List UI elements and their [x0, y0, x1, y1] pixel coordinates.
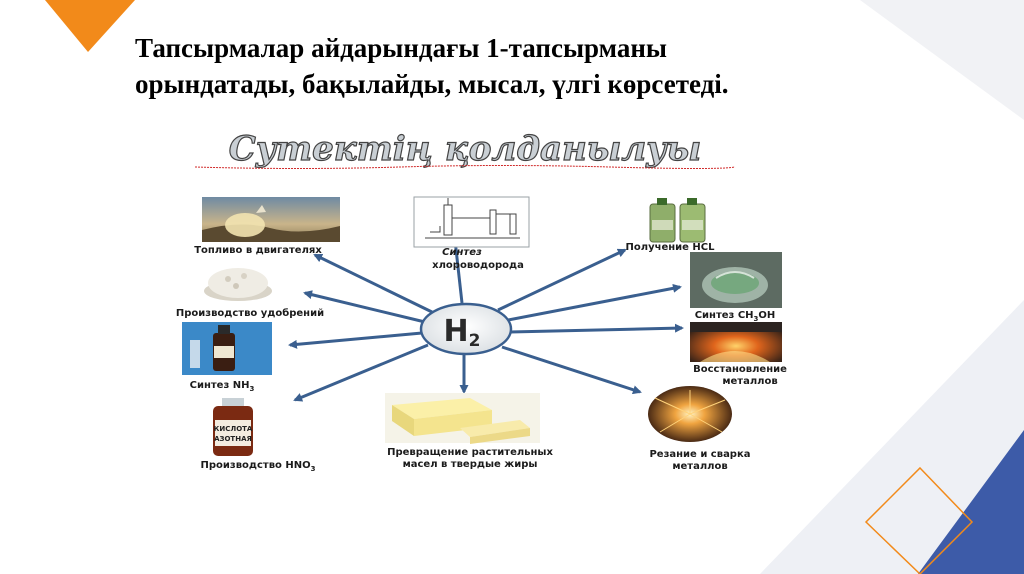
fuel-image [202, 197, 340, 242]
arrow-to-methanol [507, 283, 682, 322]
label-fats-line-2: масел в твердые жиры [403, 459, 538, 470]
arrow-to-nitric [293, 343, 429, 402]
label-welding-line-1: Резание и сварка [649, 449, 750, 460]
center-ellipse [419, 302, 513, 356]
ammonia-image [182, 322, 272, 375]
label-welding-line-2: металлов [672, 461, 727, 472]
fertilizer-image [204, 268, 272, 301]
label-hcl: Получение HCL [626, 242, 716, 253]
metal-reduction-image [690, 322, 782, 362]
arrow-to-chlorination [451, 238, 464, 304]
corner-orange-diamond [864, 466, 974, 574]
arrow-to-fuel [313, 253, 433, 314]
nitric-acid-image: КИСЛОТА АЗОТНАЯ [213, 398, 253, 456]
arrow-to-hcl [497, 248, 627, 312]
methanol-image [690, 252, 782, 308]
welding-image [648, 386, 732, 442]
label-reduction-line-1: Восстановление [693, 364, 787, 375]
arrow-to-welding [501, 345, 642, 395]
bottle-label-line-1: КИСЛОТА [214, 425, 253, 433]
slide-title-line-1: Тапсырмалар айдарындағы 1-тапсырманы [135, 33, 667, 63]
arrow-to-reduction [509, 323, 684, 334]
label-reduction-line-2: металлов [722, 376, 777, 387]
arrow-to-fertilizer [303, 290, 426, 324]
label-fuel: Топливо в двигателях [194, 245, 322, 256]
arrow-group [288, 238, 684, 402]
slide-title: Тапсырмалар айдарындағы 1-тапсырманы оры… [135, 30, 895, 102]
diagram-heading: Сутектің қолданылуы [229, 129, 701, 169]
corner-blue-triangle [918, 430, 1024, 574]
corner-grey-shade-top [860, 0, 1024, 120]
label-chlorination-line-1: Синтез [442, 247, 482, 258]
solid-fats-image [385, 393, 540, 444]
slide-title-line-2: орындатады, бақылайды, мысал, үлгі көрсе… [135, 69, 729, 99]
label-fats-line-1: Превращение растительных [387, 447, 553, 458]
heading-underline [194, 165, 736, 169]
label-ammonia: Синтез NH3 [190, 380, 255, 393]
chlorination-apparatus-image [413, 196, 530, 248]
corner-grey-shade [760, 300, 1024, 574]
corner-orange-triangle [45, 0, 135, 52]
bottle-label-line-2: АЗОТНАЯ [214, 435, 252, 443]
arrow-to-ammonia [288, 331, 423, 349]
center-formula: H2 [444, 314, 481, 351]
label-chlorination-line-2: хлороводорода [432, 260, 524, 271]
label-fertilizer: Производство удобрений [176, 307, 324, 319]
label-methanol: Синтез CH3OH [695, 310, 776, 323]
label-nitric: Производство HNO3 [200, 460, 315, 473]
center-node: H2 [419, 302, 513, 356]
hcl-image [649, 198, 706, 243]
